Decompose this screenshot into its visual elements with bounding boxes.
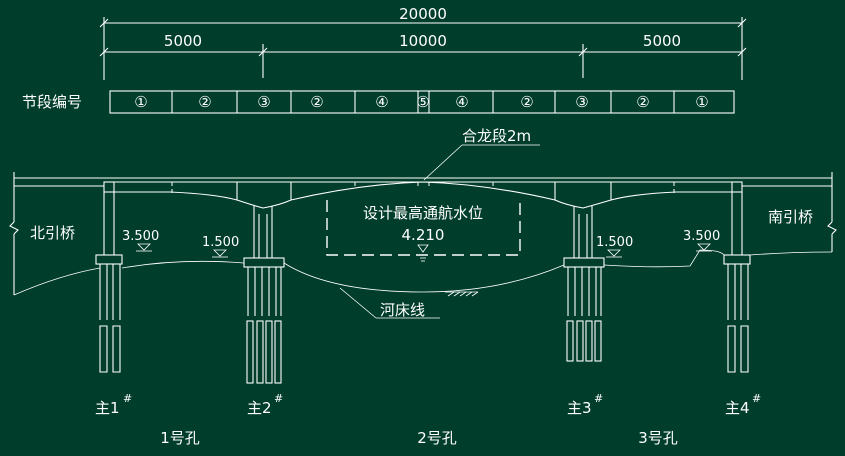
segment-cell: ① — [695, 93, 708, 111]
pier-label: 主4 — [725, 399, 750, 417]
pier-label-sup: # — [752, 392, 761, 405]
design-water-level: 设计最高通航水位 4.210 — [326, 200, 521, 262]
elevation-marker-left-inner: 1.500 — [202, 235, 239, 258]
dimension-lines: 20000 5000 10000 5000 — [99, 5, 747, 80]
north-approach-label: 北引桥 — [30, 224, 75, 242]
design-water-level-label: 设计最高通航水位 — [363, 204, 483, 222]
dim-left-span: 5000 — [164, 32, 202, 50]
elevation-value: 3.500 — [683, 229, 720, 244]
segment-table-header: 节段编号 — [22, 93, 82, 111]
pier-3 — [563, 206, 605, 362]
segment-cell: ④ — [375, 93, 388, 111]
pier-label-sup: # — [274, 392, 283, 405]
pier-label-sup: # — [594, 392, 603, 405]
segment-cell: ③ — [575, 93, 588, 111]
elevation-marker-right-outer: 3.500 — [683, 229, 720, 252]
elevation-value: 3.500 — [122, 229, 159, 244]
box-girder — [13, 172, 833, 209]
segment-cell: ⑤ — [416, 93, 429, 111]
segment-cell: ④ — [455, 93, 468, 111]
pier-label: 主1 — [95, 399, 120, 417]
elevation-marker-left-outer: 3.500 — [122, 229, 159, 252]
design-water-level-value: 4.210 — [402, 226, 445, 244]
pier-label: 主3 — [567, 399, 592, 417]
segment-table: 节段编号 ① ② ③ ② ④ ⑤ ④ ② ③ ② ① — [22, 90, 735, 114]
elevation-value: 1.500 — [202, 235, 239, 250]
pier-label-4: 主4 # — [725, 392, 761, 417]
riverbed-profile: 河床线 — [13, 249, 833, 319]
dim-right-span: 5000 — [643, 32, 681, 50]
dim-total: 20000 — [399, 5, 447, 23]
south-approach-label: 南引桥 — [768, 208, 813, 226]
pier-4 — [723, 192, 751, 373]
break-mark-right — [827, 221, 837, 235]
segment-cell: ② — [198, 93, 211, 111]
pier-1 — [95, 192, 123, 373]
pier-label-1: 主1 # — [95, 392, 132, 417]
dim-middle-span: 10000 — [399, 32, 447, 50]
segment-cell: ② — [310, 93, 323, 111]
pier-label: 主2 — [247, 399, 272, 417]
segment-cell: ① — [134, 93, 147, 111]
closure-segment-callout: 合龙段2m — [423, 127, 540, 181]
span-label-3: 3号孔 — [638, 429, 678, 447]
segment-cell: ③ — [257, 93, 270, 111]
elevation-marker-right-inner: 1.500 — [596, 235, 633, 258]
break-mark-left — [9, 221, 19, 235]
pier-label-2: 主2 # — [247, 392, 283, 417]
closure-segment-label: 合龙段2m — [462, 127, 531, 145]
span-label-2: 2号孔 — [417, 429, 457, 447]
pier-label-3: 主3 # — [567, 392, 603, 417]
elevation-value: 1.500 — [596, 235, 633, 250]
riverbed-line-label: 河床线 — [380, 301, 425, 319]
segment-cell: ② — [520, 93, 533, 111]
segment-cell: ② — [636, 93, 649, 111]
pier-label-sup: # — [123, 392, 132, 405]
pier-2 — [243, 206, 285, 384]
span-label-1: 1号孔 — [160, 429, 200, 447]
